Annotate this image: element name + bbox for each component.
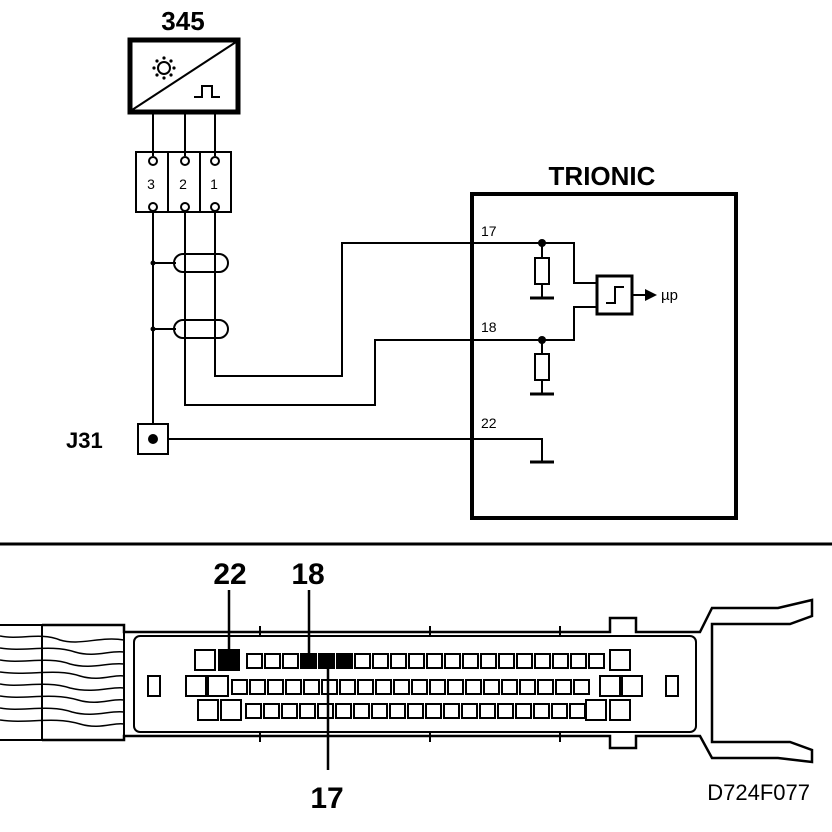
wire-pin1-to-17 <box>214 212 542 377</box>
connector-housing <box>42 598 814 764</box>
connector-pin-2: 2 <box>179 176 187 192</box>
pin-grid <box>185 649 643 721</box>
trionic-ecu: TRIONIC 17 18 22 µp <box>470 161 738 520</box>
pin-17-highlight <box>336 653 353 669</box>
shield-oval-lower <box>173 319 229 339</box>
wire-ground-to-22 <box>168 438 543 462</box>
sensor-connector: 3 2 1 <box>135 151 232 213</box>
ecu-connector-view: 22 18 17 <box>0 558 814 815</box>
resistor-18 <box>534 353 550 381</box>
wire-pin2-to-18 <box>184 212 542 406</box>
pin-18-highlight <box>300 653 317 669</box>
ecu-pin-22: 22 <box>481 415 497 431</box>
ecu-title: TRIONIC <box>549 161 656 191</box>
ground-label: J31 <box>66 428 103 453</box>
connector-pin-1: 1 <box>210 176 218 192</box>
ground-point-j31: J31 <box>66 423 554 464</box>
callout-17: 17 <box>310 782 343 815</box>
callout-22: 22 <box>213 558 246 591</box>
ecu-body <box>470 192 738 520</box>
callout-18: 18 <box>291 558 324 591</box>
sensor-diagonal <box>131 41 237 111</box>
harness-bundle <box>0 624 125 741</box>
connector-body <box>135 151 232 213</box>
gear-icon <box>152 56 176 80</box>
resistor-17 <box>534 257 550 285</box>
ecu-pin-18: 18 <box>481 319 497 335</box>
sensor-number: 345 <box>161 6 204 36</box>
connector-face <box>133 635 697 733</box>
pin-22-highlight <box>218 649 240 671</box>
sensor-345: 345 <box>127 6 241 156</box>
connector-pin-3: 3 <box>147 176 155 192</box>
harness-wires <box>150 212 542 425</box>
ecu-pin-17: 17 <box>481 223 497 239</box>
pulse-signal-icon <box>194 85 220 98</box>
shield-oval-upper <box>173 253 229 273</box>
ecu-output-label: µp <box>661 287 678 304</box>
figure-code: D724F077 <box>707 780 810 805</box>
arrow-right-icon <box>645 289 657 301</box>
